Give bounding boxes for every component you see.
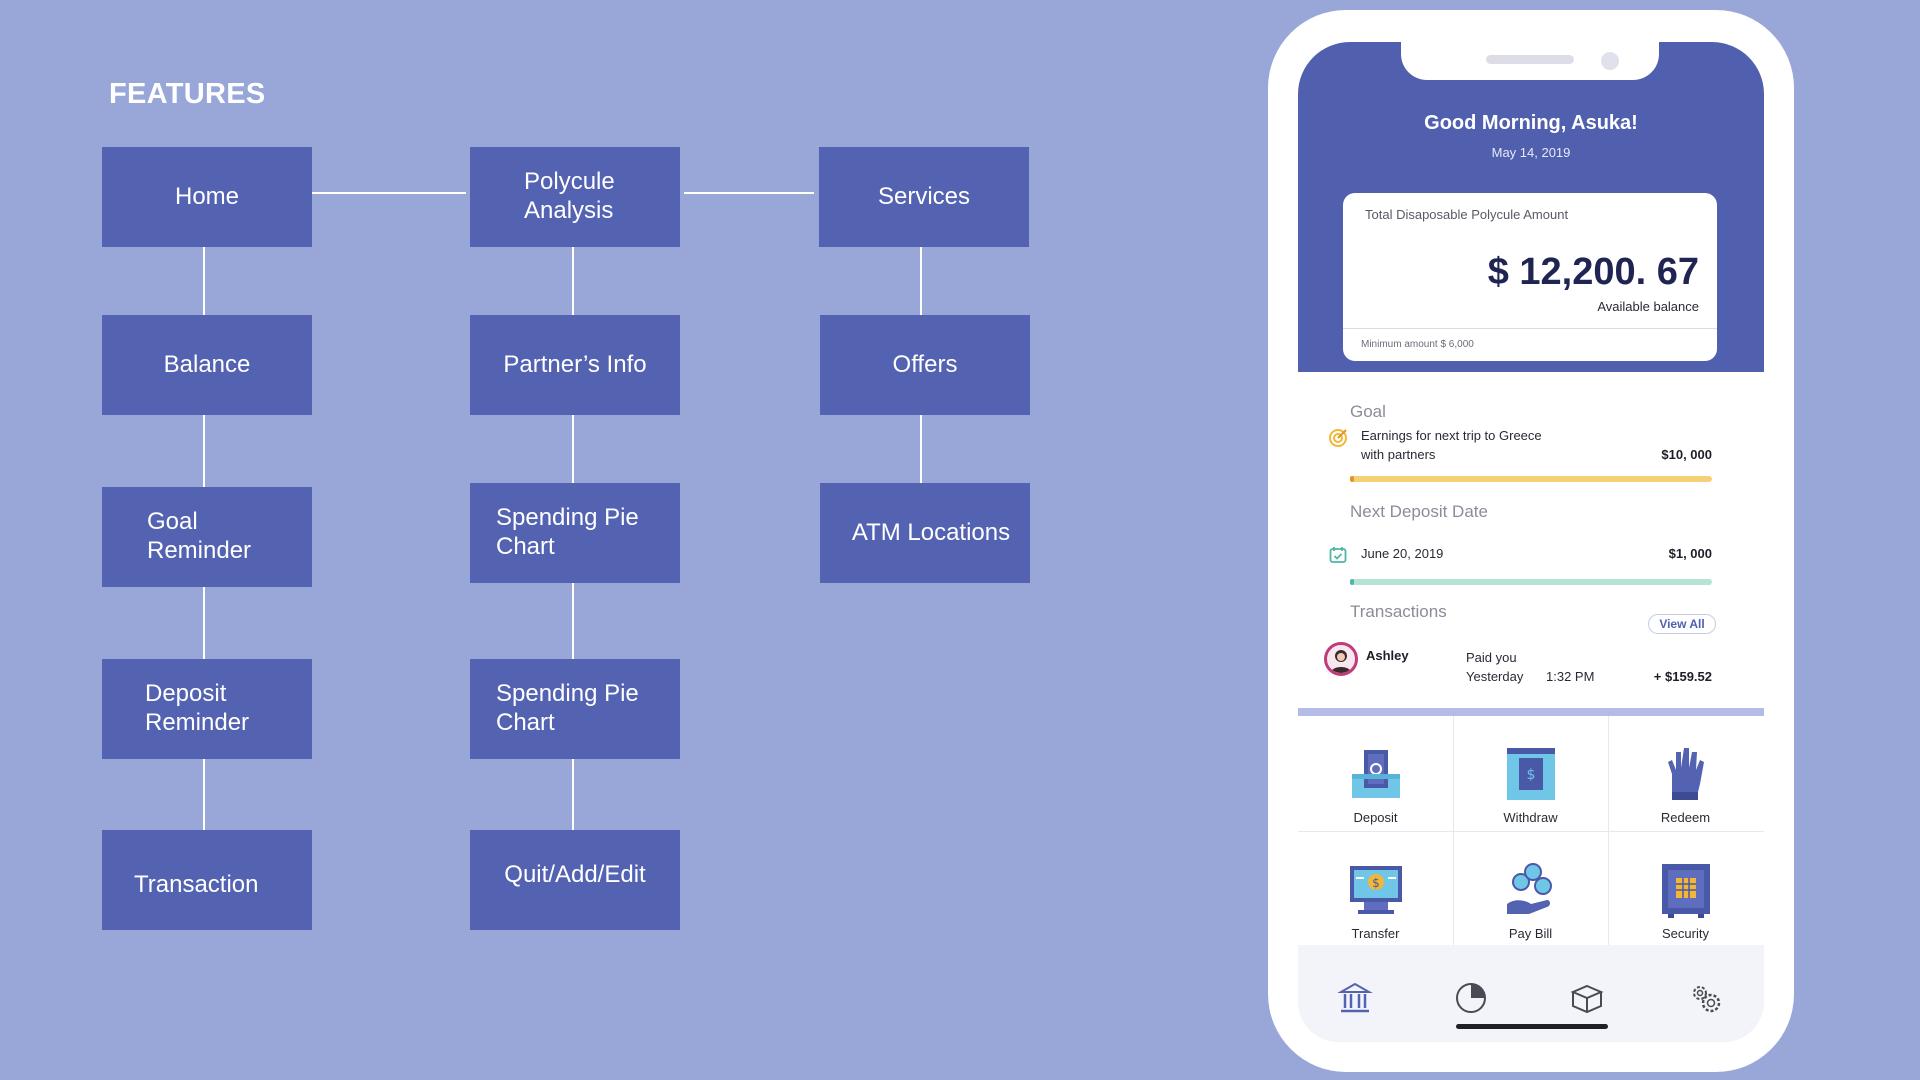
pay-bill-label: Pay Bill (1508, 926, 1553, 941)
feature-atm-locations: ATM Locations (820, 483, 1030, 583)
feature-deposit-reminder: Deposit Reminder (102, 659, 312, 759)
feature-polycule-analysis: Polycule Analysis (470, 147, 680, 247)
grid-line-vertical-1 (1453, 716, 1454, 945)
settings-icon[interactable] (1688, 980, 1724, 1016)
view-all-button[interactable]: View All (1648, 614, 1716, 634)
deposit-icon (1351, 750, 1400, 798)
coins-hand-icon (1506, 863, 1552, 914)
target-icon (1329, 429, 1347, 447)
card-divider (1343, 328, 1717, 329)
camera-dot (1601, 52, 1619, 70)
box-icon[interactable] (1569, 980, 1605, 1016)
deposit-progress-bar (1350, 579, 1712, 585)
goal-description: Earnings for next trip to Greece with pa… (1361, 427, 1542, 465)
pie-chart-icon[interactable] (1453, 980, 1489, 1016)
safe-icon (1661, 864, 1710, 918)
deposit-label: Deposit (1353, 810, 1398, 825)
bank-icon[interactable] (1337, 980, 1373, 1016)
available-balance-label: Available balance (1597, 299, 1699, 314)
transaction-amount: + $159.52 (1653, 669, 1712, 684)
section-divider (1298, 708, 1764, 716)
greeting-text: Good Morning, Asuka! (1424, 112, 1638, 134)
transfer-label: Transfer (1351, 926, 1400, 941)
feature-services: Services (819, 147, 1029, 247)
security-action[interactable]: Security (1608, 832, 1763, 947)
features-heading: FEATURES (109, 78, 266, 110)
phone-screen: Good Morning, Asuka! May 14, 2019 Total … (1298, 42, 1764, 1042)
feature-offers: Offers (820, 315, 1030, 415)
transaction-day: Yesterday (1466, 669, 1524, 684)
connector-polycule-services (684, 192, 814, 194)
connector-col1-4 (203, 759, 205, 830)
transaction-status: Paid you (1466, 650, 1517, 665)
hand-icon (1667, 748, 1704, 800)
deposit-action[interactable]: Deposit (1298, 716, 1453, 831)
withdraw-label: Withdraw (1503, 810, 1558, 825)
feature-quit-add-edit: Quit/Add/Edit (470, 830, 680, 930)
connector-col2-1 (572, 246, 574, 316)
withdraw-icon: $ (1506, 748, 1555, 800)
connector-col2-3 (572, 583, 574, 659)
goal-description-line-1: Earnings for next trip to Greece (1361, 428, 1542, 443)
balance-amount: $ 12,200. 67 (1487, 251, 1699, 293)
feature-transaction: Transaction (102, 830, 312, 930)
svg-text:$: $ (1526, 767, 1535, 783)
connector-col1-3 (203, 587, 205, 659)
next-deposit-amount: $1, 000 (1668, 546, 1712, 561)
goal-progress-bar (1350, 476, 1712, 482)
goal-progress-marker (1350, 476, 1354, 482)
transaction-name: Ashley (1366, 648, 1409, 663)
deposit-progress-marker (1350, 579, 1354, 585)
phone-notch (1401, 42, 1659, 80)
connector-col1-1 (203, 246, 205, 316)
connector-col1-2 (203, 415, 205, 487)
transfer-icon: $ (1349, 866, 1402, 914)
feature-spending-pie-chart-2: Spending Pie Chart (470, 659, 680, 759)
feature-partners-info: Partner’s Info (470, 315, 680, 415)
bottom-nav (1298, 945, 1764, 1042)
connector-col2-2 (572, 415, 574, 483)
phone-mockup: Good Morning, Asuka! May 14, 2019 Total … (1268, 10, 1794, 1072)
balance-card[interactable]: Total Disaposable Polycule Amount $ 12,2… (1343, 193, 1717, 361)
current-date: May 14, 2019 (1491, 145, 1571, 160)
transactions-title: Transactions (1350, 602, 1447, 621)
redeem-action[interactable]: Redeem (1608, 716, 1763, 831)
transaction-time: 1:32 PM (1546, 669, 1595, 684)
avatar[interactable] (1324, 642, 1358, 676)
speaker-grille (1486, 55, 1574, 64)
goal-amount: $10, 000 (1661, 447, 1712, 462)
balance-card-label: Total Disaposable Polycule Amount (1365, 207, 1569, 222)
feature-spending-pie-chart-1: Spending Pie Chart (470, 483, 680, 583)
security-label: Security (1662, 926, 1709, 941)
avatar-person-icon (1331, 650, 1351, 673)
connector-col3-2 (920, 415, 922, 483)
grid-line-vertical-2 (1608, 716, 1609, 945)
connector-col3-1 (920, 246, 922, 316)
minimum-amount: Minimum amount $ 6,000 (1361, 339, 1474, 350)
calendar-icon (1329, 547, 1347, 563)
feature-balance: Balance (102, 315, 312, 415)
feature-goal-reminder: Goal Reminder (102, 487, 312, 587)
next-deposit-date: June 20, 2019 (1361, 546, 1444, 561)
pay-bill-action[interactable]: Pay Bill (1453, 832, 1608, 947)
connector-col2-4 (572, 759, 574, 830)
feature-home: Home (102, 147, 312, 247)
grid-line-horizontal (1298, 831, 1764, 832)
connector-home-polycule (312, 192, 466, 194)
goal-description-line-2: with partners (1361, 446, 1436, 462)
goal-title: Goal (1350, 402, 1386, 421)
transfer-action[interactable]: $ Transfer (1298, 832, 1453, 947)
next-deposit-title: Next Deposit Date (1350, 502, 1488, 521)
withdraw-action[interactable]: $ Withdraw (1453, 716, 1608, 831)
home-indicator[interactable] (1456, 1024, 1608, 1029)
svg-text:$: $ (1372, 876, 1380, 890)
redeem-label: Redeem (1660, 810, 1711, 825)
